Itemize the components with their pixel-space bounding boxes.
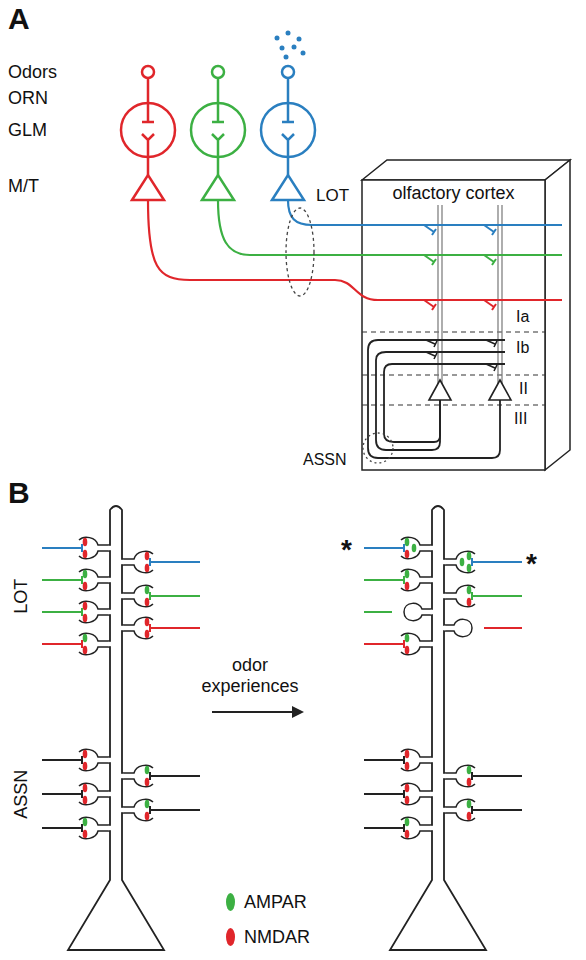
assn-outline: [363, 433, 393, 463]
row-label: ORN: [8, 88, 48, 109]
legend-swatch: [226, 893, 235, 911]
legend-text: AMPAR: [244, 892, 307, 913]
arrow: [212, 706, 304, 718]
arrow-label: odor experiences: [190, 655, 310, 696]
layer-label: Ib: [516, 339, 529, 357]
spines-before: [79, 537, 153, 838]
association-fibers: [368, 340, 505, 458]
layer-label: III: [514, 410, 527, 428]
cortex-block: [362, 160, 570, 470]
lot-axons: [148, 200, 562, 300]
legend-entry: AMPAR: [226, 892, 307, 913]
legend-text: NMDAR: [244, 927, 310, 948]
green-neuron: [191, 66, 245, 200]
panel-letter: A: [8, 2, 30, 37]
pyramidal-somata: [429, 380, 511, 400]
bundle-label: LOT: [316, 186, 349, 206]
axons-before: [42, 544, 200, 832]
neuron-after: [390, 506, 486, 950]
layer-label: II: [519, 380, 528, 398]
panel-letter: B: [8, 476, 30, 511]
legend-swatch: [226, 928, 235, 946]
odor-dots: [275, 31, 306, 60]
lot-bundle-outline: [286, 208, 314, 296]
asterisk-marker: *: [341, 534, 352, 566]
row-label: GLM: [8, 120, 47, 141]
row-label: M/T: [8, 176, 39, 197]
region-label: ASSN: [303, 451, 347, 469]
neuron-before: [68, 506, 164, 950]
axis-label: LOT: [12, 578, 33, 613]
axons-after: [364, 544, 522, 832]
asterisk-marker: *: [526, 548, 537, 580]
layer-boundaries: [362, 332, 545, 405]
row-label: Odors: [8, 62, 57, 83]
spines-after: [401, 537, 475, 838]
legend-entry: NMDAR: [226, 927, 310, 948]
axis-label: ASSN: [12, 769, 33, 818]
lot-synapses: [424, 225, 496, 310]
region-title: olfactory cortex: [389, 183, 517, 204]
layer-label: Ia: [516, 308, 529, 326]
red-neuron: [121, 66, 175, 200]
cortex-box: olfactory cortex: [362, 180, 545, 470]
blue-neuron: [261, 66, 315, 200]
